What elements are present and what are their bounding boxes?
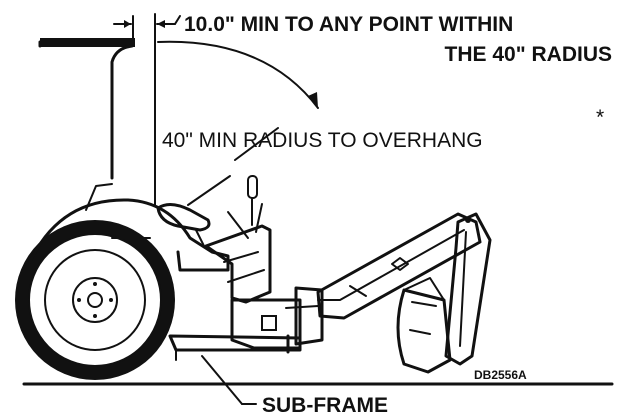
backhoe-bucket xyxy=(396,277,452,374)
drawing-id: DB2556A xyxy=(474,368,527,382)
rops-canopy xyxy=(38,38,135,180)
clearance-label-line1: 10.0" MIN TO ANY POINT WITHIN xyxy=(184,13,513,36)
tractor-body xyxy=(28,183,230,272)
backhoe-controls xyxy=(204,175,272,304)
sub-frame xyxy=(168,334,302,405)
backhoe-mainframe xyxy=(230,286,324,354)
clearance-label-line2: THE 40" RADIUS xyxy=(445,43,613,66)
radius-arc xyxy=(157,40,319,206)
subframe-label: SUB-FRAME xyxy=(262,394,388,417)
rear-tire xyxy=(15,220,175,380)
clearance-dimension xyxy=(113,13,181,206)
asterisk-mark: * xyxy=(596,106,604,129)
backhoe-dipper xyxy=(444,212,492,366)
radius-label: 40" MIN RADIUS TO OVERHANG xyxy=(162,129,483,152)
backhoe-boom xyxy=(316,212,482,320)
